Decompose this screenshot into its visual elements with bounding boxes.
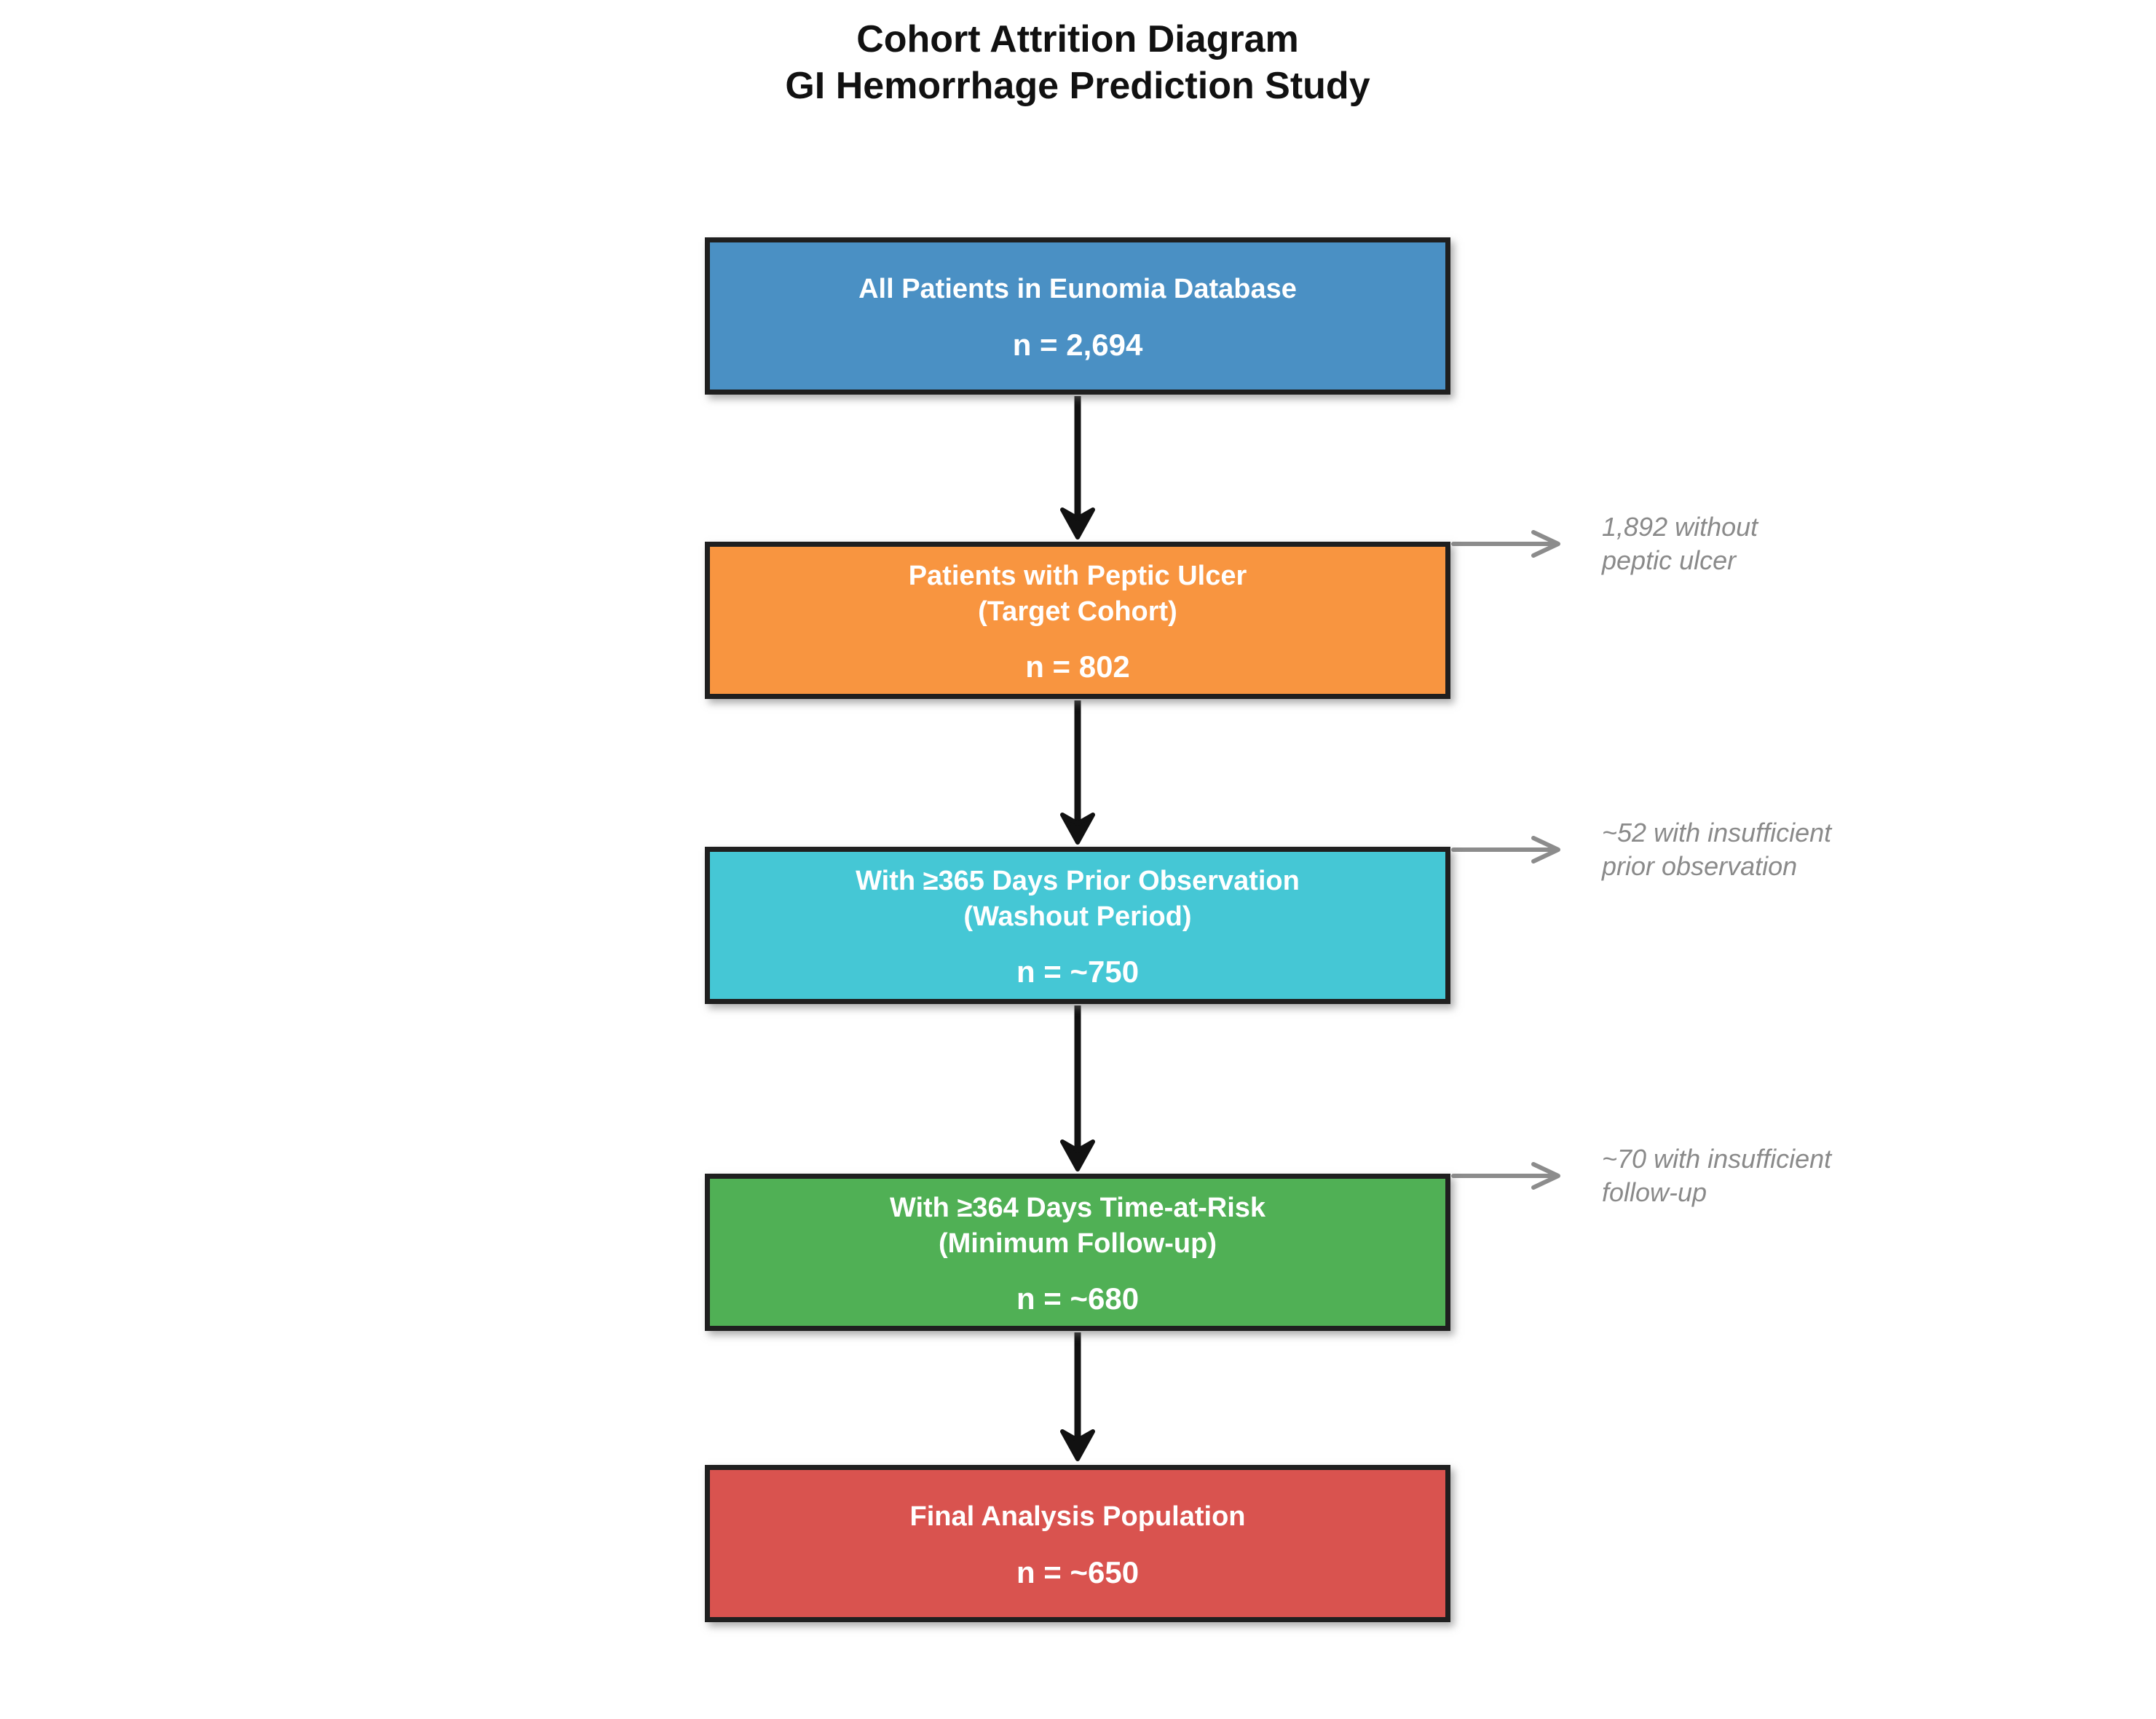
- box-label-line: With ≥365 Days Prior Observation: [856, 865, 1300, 896]
- box-label-line: (Minimum Follow-up): [938, 1228, 1217, 1259]
- box-target-cohort: Patients with Peptic Ulcer (Target Cohor…: [705, 542, 1450, 699]
- box-time-at-risk: With ≥364 Days Time-at-Risk (Minimum Fol…: [705, 1174, 1450, 1331]
- box-all-patients: All Patients in Eunomia Database n = 2,6…: [705, 237, 1450, 395]
- box-n-value: n = ~650: [1016, 1554, 1140, 1589]
- box-n-value: n = 802: [1025, 649, 1130, 684]
- box-label-line: With ≥364 Days Time-at-Risk: [889, 1192, 1266, 1223]
- exclusion-note-prior-observation: ~52 with insufficient prior observation: [1602, 816, 2082, 883]
- exclusion-note-line: 1,892 without: [1602, 512, 1758, 542]
- box-n-value: n = ~750: [1016, 955, 1140, 989]
- flow-arrow-2: [1060, 700, 1095, 845]
- page-title: Cohort Attrition Diagram GI Hemorrhage P…: [705, 16, 1450, 110]
- box-n-value: n = 2,694: [1012, 327, 1143, 362]
- box-label-line: Final Analysis Population: [909, 1501, 1246, 1533]
- exclusion-note-line: prior observation: [1602, 851, 1798, 882]
- box-n-value: n = ~680: [1016, 1281, 1140, 1316]
- flow-arrow-1: [1060, 396, 1095, 540]
- exclusion-note-line: ~52 with insufficient: [1602, 818, 1832, 847]
- box-label-line: (Target Cohort): [978, 596, 1177, 627]
- box-label-line: Patients with Peptic Ulcer: [908, 560, 1247, 591]
- box-label: Patients with Peptic Ulcer (Target Cohor…: [909, 558, 1247, 631]
- box-label: With ≥365 Days Prior Observation (Washou…: [856, 864, 1300, 936]
- exclusion-note-line: follow-up: [1602, 1177, 1707, 1208]
- flow-arrow-3: [1060, 1005, 1095, 1171]
- flow-arrow-4: [1060, 1332, 1095, 1461]
- box-final-population: Final Analysis Population n = ~650: [705, 1465, 1450, 1622]
- box-washout-period: With ≥365 Days Prior Observation (Washou…: [705, 847, 1450, 1004]
- page-title-line2: GI Hemorrhage Prediction Study: [785, 65, 1370, 108]
- exclusion-note-peptic-ulcer: 1,892 without peptic ulcer: [1602, 510, 2082, 577]
- box-label: Final Analysis Population: [910, 1499, 1246, 1535]
- exclusion-arrow-1: [1451, 530, 1560, 558]
- exclusion-arrow-3: [1451, 1162, 1560, 1190]
- box-label-line: All Patients in Eunomia Database: [858, 274, 1297, 305]
- box-label-line: (Washout Period): [963, 901, 1192, 932]
- exclusion-note-follow-up: ~70 with insufficient follow-up: [1602, 1142, 2082, 1209]
- exclusion-note-line: ~70 with insufficient: [1602, 1144, 1832, 1174]
- page-title-line1: Cohort Attrition Diagram: [856, 18, 1299, 60]
- exclusion-note-line: peptic ulcer: [1602, 545, 1737, 576]
- box-label: With ≥364 Days Time-at-Risk (Minimum Fol…: [890, 1190, 1265, 1262]
- exclusion-arrow-2: [1451, 836, 1560, 864]
- box-label: All Patients in Eunomia Database: [858, 272, 1297, 307]
